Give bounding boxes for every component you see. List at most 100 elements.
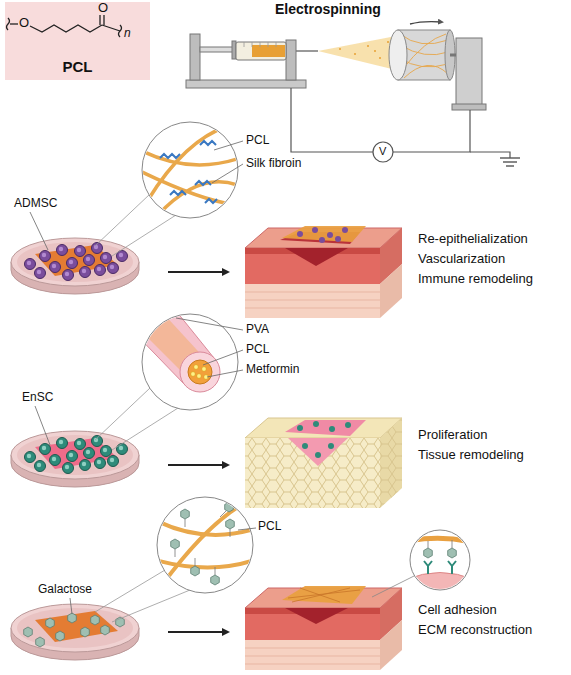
petri-dish <box>35 245 118 276</box>
zoom-circle <box>176 318 243 330</box>
zoom-circle <box>142 172 236 205</box>
tissue-block <box>285 420 366 436</box>
petri-dish <box>25 452 36 463</box>
zoom-circle <box>428 541 429 548</box>
zoom-lines <box>95 194 176 256</box>
zoom-circle <box>194 365 198 369</box>
electrospinning-setup <box>404 65 448 78</box>
electrospinning-setup <box>260 42 261 47</box>
petri-dish <box>75 439 86 450</box>
outcome-label: Re-epithelialization <box>418 232 528 246</box>
skin-block <box>245 588 402 608</box>
skin-block <box>342 227 348 233</box>
petri-dish <box>11 604 139 652</box>
electrospinning-setup <box>244 42 245 47</box>
tissue-block <box>380 418 402 508</box>
electrospinning-setup <box>389 30 407 80</box>
electrospinning-setup <box>402 34 446 70</box>
zoom-circle <box>188 360 212 384</box>
skin-block <box>245 308 380 309</box>
petri-dish <box>17 242 133 282</box>
electrospinning-setup <box>398 30 450 80</box>
petri-dish <box>68 613 77 623</box>
petri-dish <box>101 253 112 264</box>
petri-dish <box>11 431 139 487</box>
petri-dish <box>35 611 118 642</box>
petri-dish <box>35 461 46 472</box>
zoom-circle <box>238 528 256 530</box>
petri-dish <box>63 270 74 281</box>
skin-block <box>245 648 380 649</box>
zoom-circle <box>155 497 258 593</box>
skin-block <box>380 588 402 640</box>
tissue-block <box>345 422 351 428</box>
electrospinning-setup <box>276 42 277 47</box>
electrospinning-setup <box>379 57 381 59</box>
zoom-circle <box>214 141 243 150</box>
skin-block <box>312 227 318 233</box>
skin-block <box>245 608 380 614</box>
zoom-circle <box>148 126 228 200</box>
skin-block <box>280 232 360 244</box>
electrospinning-setup <box>339 41 389 59</box>
skin-block <box>245 300 380 301</box>
outcome-label: Immune remodeling <box>418 272 533 286</box>
molecule-box: PCL <box>5 2 150 80</box>
zoom-circle <box>155 520 258 535</box>
electrospinning-setup <box>236 42 286 60</box>
zoom-lines <box>112 408 178 450</box>
electrospinning-setup <box>445 30 455 80</box>
skin-block <box>245 614 380 640</box>
petri-dish <box>95 265 106 276</box>
zoom-circle <box>191 566 200 576</box>
zoom-circle <box>197 374 201 378</box>
zoom-circle <box>180 352 220 392</box>
skin-block <box>292 588 350 602</box>
zoom-circle <box>140 312 208 380</box>
skin-block <box>245 664 380 665</box>
petri-dish <box>56 631 65 641</box>
petri-dish <box>57 438 68 449</box>
electrospinning-setup <box>452 104 486 110</box>
petri-dish <box>11 439 139 487</box>
outcome-label: Proliferation <box>418 428 487 442</box>
petri-dish <box>11 246 139 294</box>
zoom-circle <box>155 500 258 585</box>
process-arrow <box>168 464 228 466</box>
petri-dish <box>25 259 36 270</box>
zoom-lines <box>95 194 150 246</box>
tissue-block <box>245 418 402 508</box>
outcome-label: Cell adhesion <box>418 603 497 617</box>
zoom-circle <box>448 548 457 558</box>
tissue-block <box>245 438 380 508</box>
skin-block <box>380 228 402 284</box>
electrospinning-setup <box>410 22 442 24</box>
skin-block <box>245 248 380 254</box>
skin-block <box>282 586 366 604</box>
petri-dish <box>101 446 112 457</box>
tissue-block <box>380 418 402 508</box>
petri-dish <box>108 456 119 467</box>
electrospinning-setup <box>506 165 514 166</box>
part-label: Silk fibroin <box>246 157 301 170</box>
zoom-circle <box>191 372 195 376</box>
petri-dish <box>40 251 51 262</box>
skin-block <box>245 656 380 657</box>
electrospinning-setup <box>186 22 520 166</box>
zoom-circle <box>405 538 475 600</box>
zoom-lines <box>112 590 190 622</box>
process-arrow <box>168 631 228 633</box>
leader-line <box>70 598 72 614</box>
zoom-circle <box>211 575 220 585</box>
zoom-circle <box>200 141 216 145</box>
skin-block <box>285 248 348 266</box>
repeat-index: n <box>124 27 131 40</box>
electrospinning-setup <box>200 47 234 52</box>
petri-dish <box>11 238 139 286</box>
tissue-block <box>328 443 334 449</box>
outcome-label: ECM reconstruction <box>418 623 532 637</box>
petri-dish <box>17 608 133 648</box>
zoom-circle <box>230 529 231 537</box>
electrospinning-setup <box>373 142 393 162</box>
petri-dish <box>40 444 51 455</box>
